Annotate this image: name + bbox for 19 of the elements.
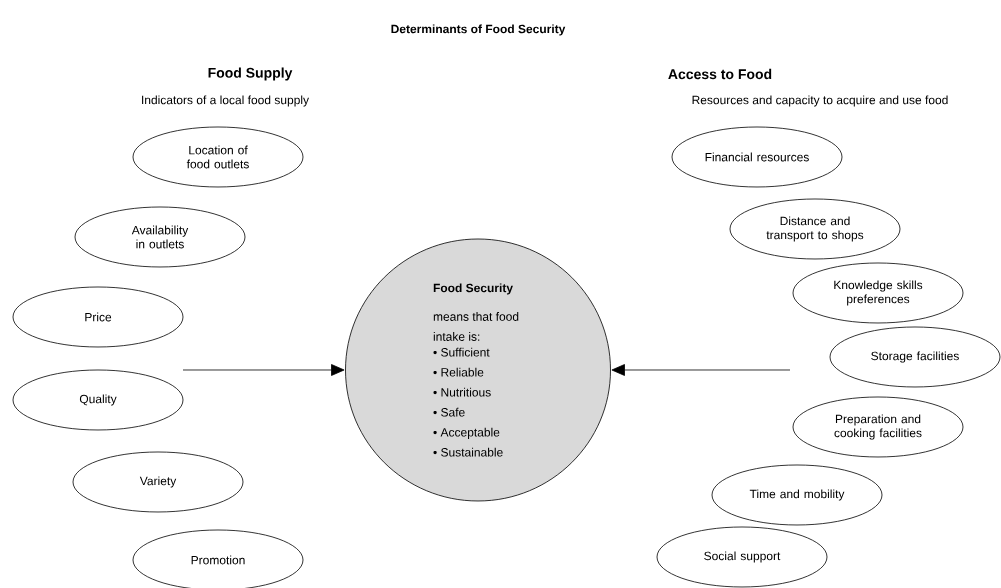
heading: Food Supply — [208, 67, 293, 81]
ellipse-node: Quality — [12, 369, 184, 431]
ellipse-node: Price — [12, 286, 184, 348]
heading: Access to Food — [668, 68, 772, 80]
ellipse-node: Social support — [656, 526, 828, 588]
ellipse-node: Variety — [72, 451, 244, 513]
ellipse-node: Availability in outlets — [74, 206, 246, 268]
ellipse-node: Time and mobility — [711, 464, 883, 526]
ellipse-node: Location of food outlets — [132, 126, 304, 188]
subtitle: Indicators of a local food supply — [142, 95, 309, 107]
ellipse-node: Financial resources — [671, 126, 843, 188]
ellipse-node: Distance and transport to shops — [729, 198, 901, 260]
ellipse-node: Storage facilities — [829, 326, 1001, 388]
arrow — [182, 364, 345, 376]
ellipse-node: Knowledge skills preferences — [792, 262, 964, 324]
arrow — [611, 364, 791, 376]
ellipse-node: Preparation and cooking facilities — [792, 396, 964, 458]
subtitle: Resources and capacity to acquire and use food — [692, 95, 948, 107]
title: Determinants of Food Security — [391, 24, 566, 36]
